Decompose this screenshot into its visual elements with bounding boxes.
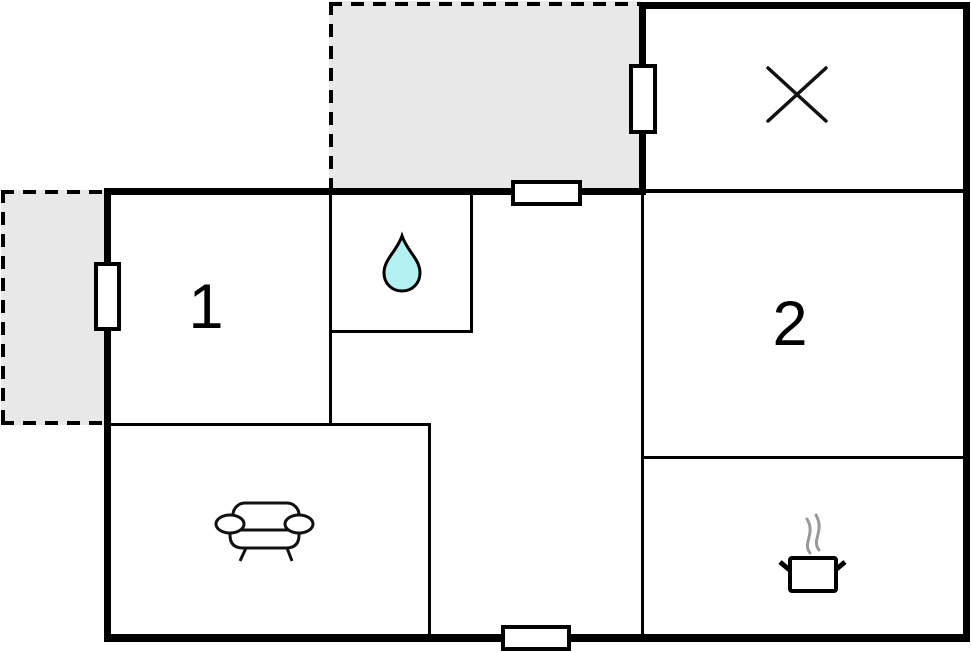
room-1-label: 1	[188, 272, 224, 342]
window-north	[511, 180, 582, 206]
wall-exterior-top-main	[104, 188, 646, 195]
sofa-icon	[214, 501, 315, 562]
wall-exterior-top-annex	[639, 2, 970, 9]
window-annex-west	[629, 64, 657, 134]
cross-icon	[766, 66, 828, 123]
wall-exterior-right	[963, 2, 970, 642]
steam-line	[805, 517, 812, 555]
wall-bathroom-bottom	[332, 330, 473, 333]
wall-room1-right	[329, 195, 332, 425]
wall-living-top	[111, 423, 431, 426]
window-south	[501, 625, 571, 651]
terrace-north	[329, 1, 642, 190]
room-2-label: 2	[772, 289, 808, 359]
wall-room2-kitchen	[644, 456, 963, 459]
wall-annex-bottom	[643, 189, 963, 193]
cooking-pot-icon	[778, 513, 847, 593]
water-drop-icon	[382, 231, 422, 293]
wall-living-right	[428, 426, 431, 636]
steam-line	[814, 513, 821, 552]
terrace-west	[1, 190, 107, 425]
wall-exterior-left	[104, 188, 111, 642]
wall-corridor-room2	[641, 193, 644, 634]
wall-bathroom-right	[470, 195, 473, 332]
window-west	[94, 262, 121, 331]
